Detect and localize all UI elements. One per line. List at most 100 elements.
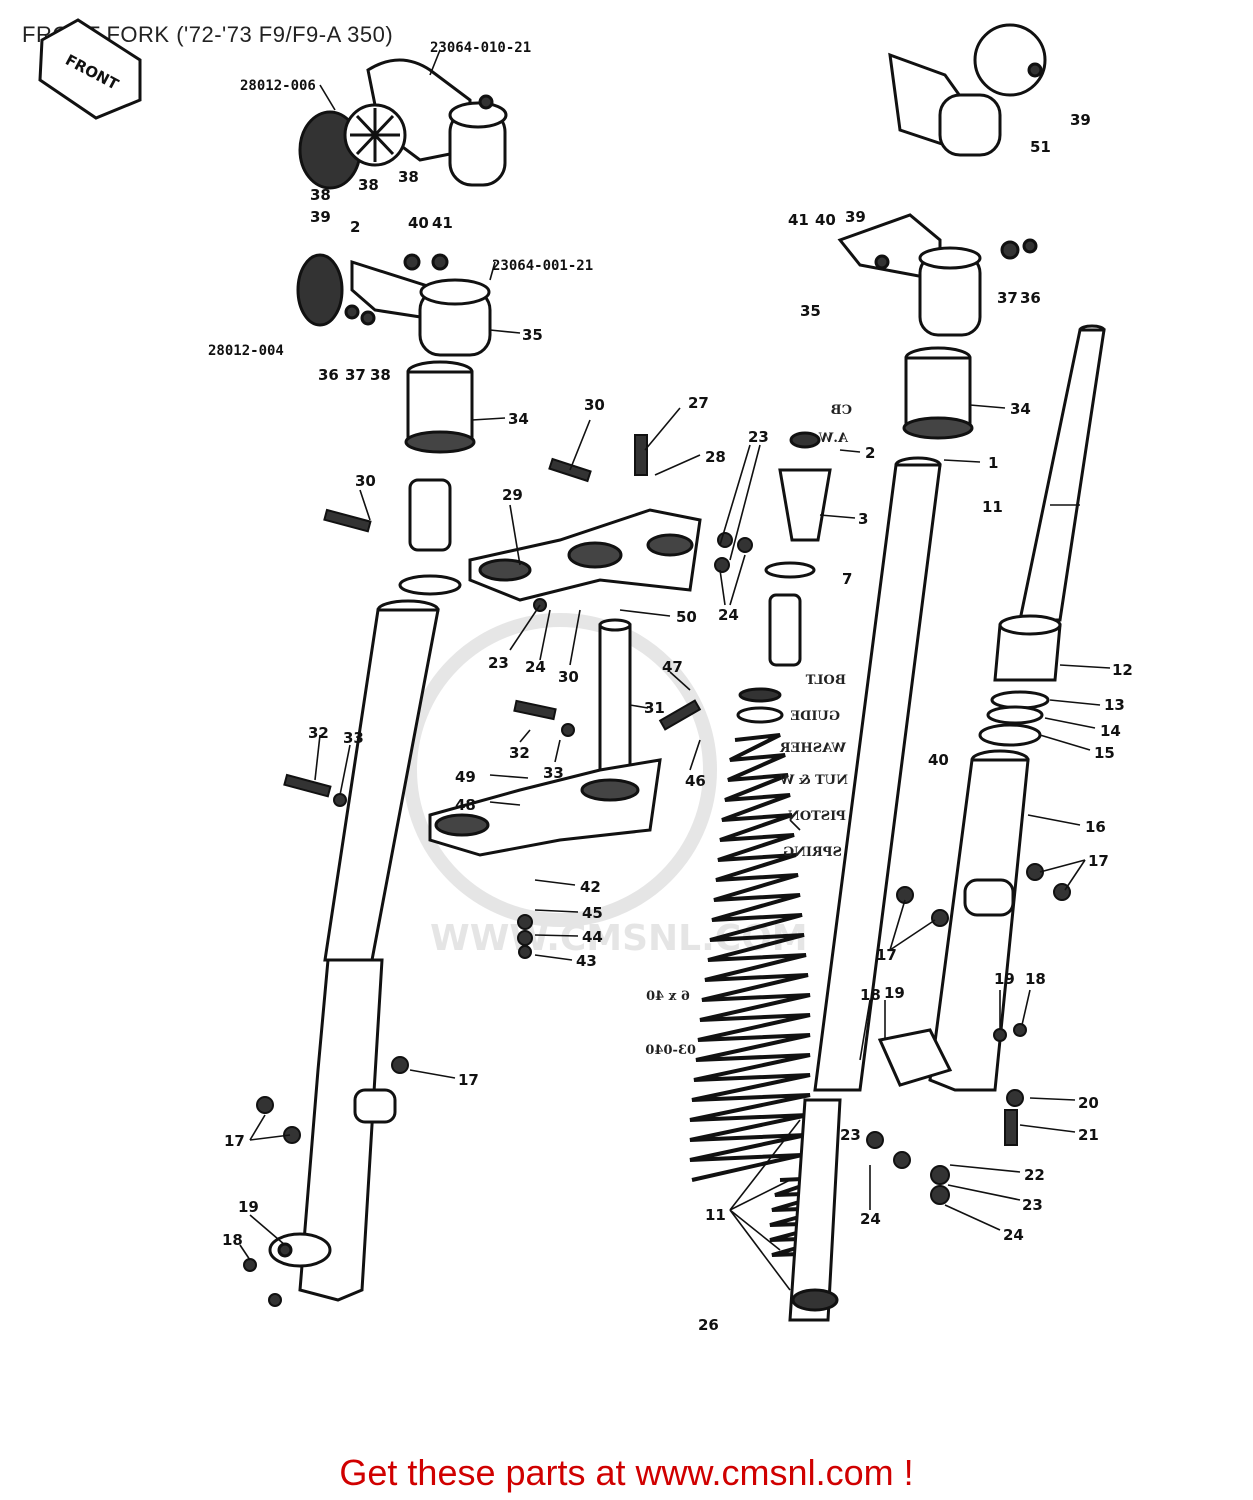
callout-number: 23 — [488, 654, 509, 672]
callout-number: 23 — [748, 428, 769, 446]
part-number-label: 28012-004 — [208, 343, 284, 359]
callout-number: 24 — [718, 606, 739, 624]
callout-number: 34 — [1010, 400, 1031, 418]
reversed-print-notes: CB A.W BOLT GUIDE WASHER NUT & W PISTON … — [645, 403, 852, 1058]
far-right-fork-tube — [1018, 324, 1106, 622]
callout-number: 27 — [688, 394, 709, 412]
left-fork-cover — [404, 360, 476, 454]
part-number-label: 28012-006 — [240, 78, 316, 94]
get-parts-link[interactable]: Get these parts at www.cmsnl.com ! — [339, 1452, 914, 1493]
callout-number: 12 — [1112, 661, 1133, 679]
callout-number: 38 — [358, 176, 379, 194]
steering-stem — [428, 618, 662, 857]
damper-parts — [736, 431, 832, 724]
callout-number: 44 — [582, 928, 603, 946]
callout-number: 17 — [1088, 852, 1109, 870]
callout-number: 30 — [355, 472, 376, 490]
callout-number: 36 — [318, 366, 339, 384]
left-fork-bracket — [296, 253, 492, 357]
callout-number: 19 — [238, 1198, 259, 1216]
right-headlight-bracket — [888, 23, 1047, 157]
callout-number: 19 — [884, 984, 905, 1002]
svg-text:03-040: 03-040 — [645, 1043, 696, 1058]
callout-number: 11 — [705, 1206, 726, 1224]
svg-text:PISTON: PISTON — [788, 809, 846, 824]
callout-number: 18 — [1025, 970, 1046, 988]
svg-text:6 x 40: 6 x 40 — [646, 989, 690, 1004]
callout-number: 38 — [310, 186, 331, 204]
svg-text:SPRING: SPRING — [783, 845, 842, 860]
callout-number: 39 — [845, 208, 866, 226]
callout-number: 36 — [1020, 289, 1041, 307]
part-number-label: 23064-010-21 — [430, 40, 531, 56]
fork-spring-long — [689, 733, 811, 1182]
svg-text:A.W: A.W — [818, 431, 849, 446]
right-fork-cover — [902, 346, 974, 440]
callout-number: 35 — [800, 302, 821, 320]
left-headlight-bracket — [298, 58, 508, 190]
callout-number: 46 — [685, 772, 706, 790]
right-fork-inner-tube — [788, 456, 942, 1322]
callout-number: 14 — [1100, 722, 1121, 740]
hardware-bolts — [243, 434, 1071, 1307]
callout-number: 50 — [676, 608, 697, 626]
callout-number: 31 — [644, 699, 665, 717]
svg-text:GUIDE: GUIDE — [790, 709, 840, 724]
callout-number: 18 — [860, 986, 881, 1004]
callout-number: 24 — [525, 658, 546, 676]
left-fork-assembly — [268, 478, 462, 1302]
callout-number: 29 — [502, 486, 523, 504]
callout-number: 1 — [988, 454, 998, 472]
callout-number: 49 — [455, 768, 476, 786]
callout-number: 16 — [1085, 818, 1106, 836]
callout-number: 32 — [308, 724, 329, 742]
callout-number: 40 — [815, 211, 836, 229]
callout-number: 11 — [982, 498, 1003, 516]
callout-number: 42 — [580, 878, 601, 896]
callout-number: 33 — [543, 764, 564, 782]
right-fork-bracket — [837, 213, 1038, 337]
callout-number: 35 — [522, 326, 543, 344]
callout-number: 39 — [310, 208, 331, 226]
callout-number: 41 — [788, 211, 809, 229]
callout-number: 32 — [509, 744, 530, 762]
callout-number: 20 — [1078, 1094, 1099, 1112]
part-number-label: 23064-001-21 — [492, 258, 593, 274]
callout-number: 18 — [222, 1231, 243, 1249]
upper-triple-clamp — [468, 508, 702, 602]
callout-number: 26 — [698, 1316, 719, 1334]
callout-number: 17 — [458, 1071, 479, 1089]
callout-number: 47 — [662, 658, 683, 676]
callout-number: 17 — [224, 1132, 245, 1150]
svg-text:NUT & W: NUT & W — [779, 773, 848, 788]
callout-number: 2 — [865, 444, 875, 462]
callout-number: 3 — [858, 510, 868, 528]
callout-number: 37 — [345, 366, 366, 384]
callout-number: 43 — [576, 952, 597, 970]
callout-number: 45 — [582, 904, 603, 922]
callout-number: 24 — [1003, 1226, 1024, 1244]
callout-number: 38 — [398, 168, 419, 186]
callout-number: 17 — [876, 946, 897, 964]
callout-number: 51 — [1030, 138, 1051, 156]
svg-text:BOLT: BOLT — [805, 673, 846, 688]
callout-number: 21 — [1078, 1126, 1099, 1144]
callout-number: 22 — [1024, 1166, 1045, 1184]
callout-number: 34 — [508, 410, 529, 428]
callout-number: 40 — [928, 751, 949, 769]
callout-number: 37 — [997, 289, 1018, 307]
callout-number: 19 — [994, 970, 1015, 988]
svg-text:WASHER: WASHER — [780, 741, 847, 756]
leader-lines — [239, 49, 1111, 1291]
callout-number: 2 — [350, 218, 360, 236]
callout-number: 39 — [1070, 111, 1091, 129]
svg-text:CB: CB — [831, 403, 852, 418]
callout-number: 15 — [1094, 744, 1115, 762]
front-arrow-icon: FRONT — [38, 18, 142, 120]
callout-number: 30 — [558, 668, 579, 686]
right-lower-leg — [877, 614, 1062, 1092]
callout-number: 30 — [584, 396, 605, 414]
callout-number: 40 — [408, 214, 429, 232]
exploded-fork-diagram: FRONT WWW.CMSNL.COM — [38, 18, 1133, 1334]
callout-number: 28 — [705, 448, 726, 466]
